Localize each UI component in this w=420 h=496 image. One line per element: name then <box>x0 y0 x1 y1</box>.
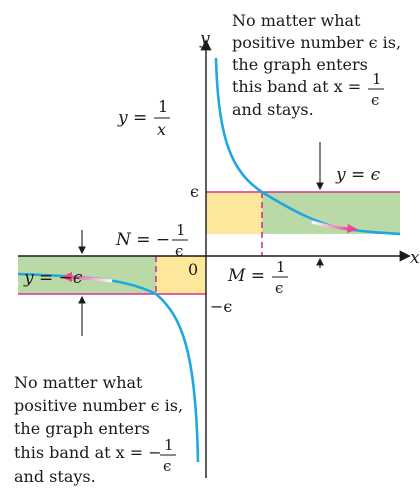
right-direction-arrowhead <box>347 224 358 233</box>
svg-text:and stays.: and stays. <box>232 100 314 119</box>
lower-center-box <box>156 256 206 294</box>
svg-text:ϵ: ϵ <box>163 457 171 475</box>
M-threshold-label: M = 1 ϵ <box>227 258 288 297</box>
upper-line-label: y = ϵ <box>335 165 381 185</box>
svg-text:x: x <box>157 120 166 139</box>
lower-line-label: y = −ϵ <box>23 268 83 288</box>
neg-epsilon-label: −ϵ <box>210 297 232 316</box>
svg-text:1: 1 <box>176 221 186 239</box>
svg-text:this band at x = −: this band at x = − <box>14 443 162 462</box>
lower-annotation: No matter what positive number ϵ is, the… <box>14 373 183 486</box>
svg-text:No matter what: No matter what <box>14 373 143 392</box>
upper-center-box <box>206 192 262 234</box>
left-direction-arrow <box>69 275 113 283</box>
epsilon-label: ϵ <box>190 182 199 201</box>
left-direction-arrowhead <box>61 272 72 282</box>
svg-text:1: 1 <box>158 97 168 116</box>
x-axis-label: x <box>410 248 420 268</box>
svg-text:M =: M = <box>227 266 265 286</box>
origin-label: 0 <box>188 260 198 279</box>
right-direction-arrow <box>311 220 351 231</box>
svg-text:ϵ: ϵ <box>371 91 379 109</box>
svg-text:1: 1 <box>372 70 382 88</box>
svg-text:ϵ: ϵ <box>175 242 183 260</box>
svg-text:1: 1 <box>164 436 174 454</box>
svg-text:1: 1 <box>276 258 286 276</box>
svg-text:No matter what: No matter what <box>232 11 361 30</box>
svg-text:ϵ: ϵ <box>275 279 283 297</box>
svg-text:the graph enters: the graph enters <box>232 55 368 74</box>
svg-text:the graph enters: the graph enters <box>14 419 150 438</box>
curve-equation: y = 1 x <box>117 97 170 139</box>
svg-text:this band at x =: this band at x = <box>232 77 361 96</box>
y-axis-label: y <box>199 29 210 49</box>
curve-right-branch <box>214 57 401 236</box>
svg-text:positive number ϵ is,: positive number ϵ is, <box>14 396 183 415</box>
svg-text:y =: y = <box>117 108 147 128</box>
svg-text:and stays.: and stays. <box>14 467 96 486</box>
upper-annotation: No matter what positive number ϵ is, the… <box>232 11 401 119</box>
svg-text:N = −: N = − <box>115 230 170 250</box>
svg-text:positive number ϵ is,: positive number ϵ is, <box>232 33 401 52</box>
N-threshold-label: N = − 1 ϵ <box>115 221 188 260</box>
